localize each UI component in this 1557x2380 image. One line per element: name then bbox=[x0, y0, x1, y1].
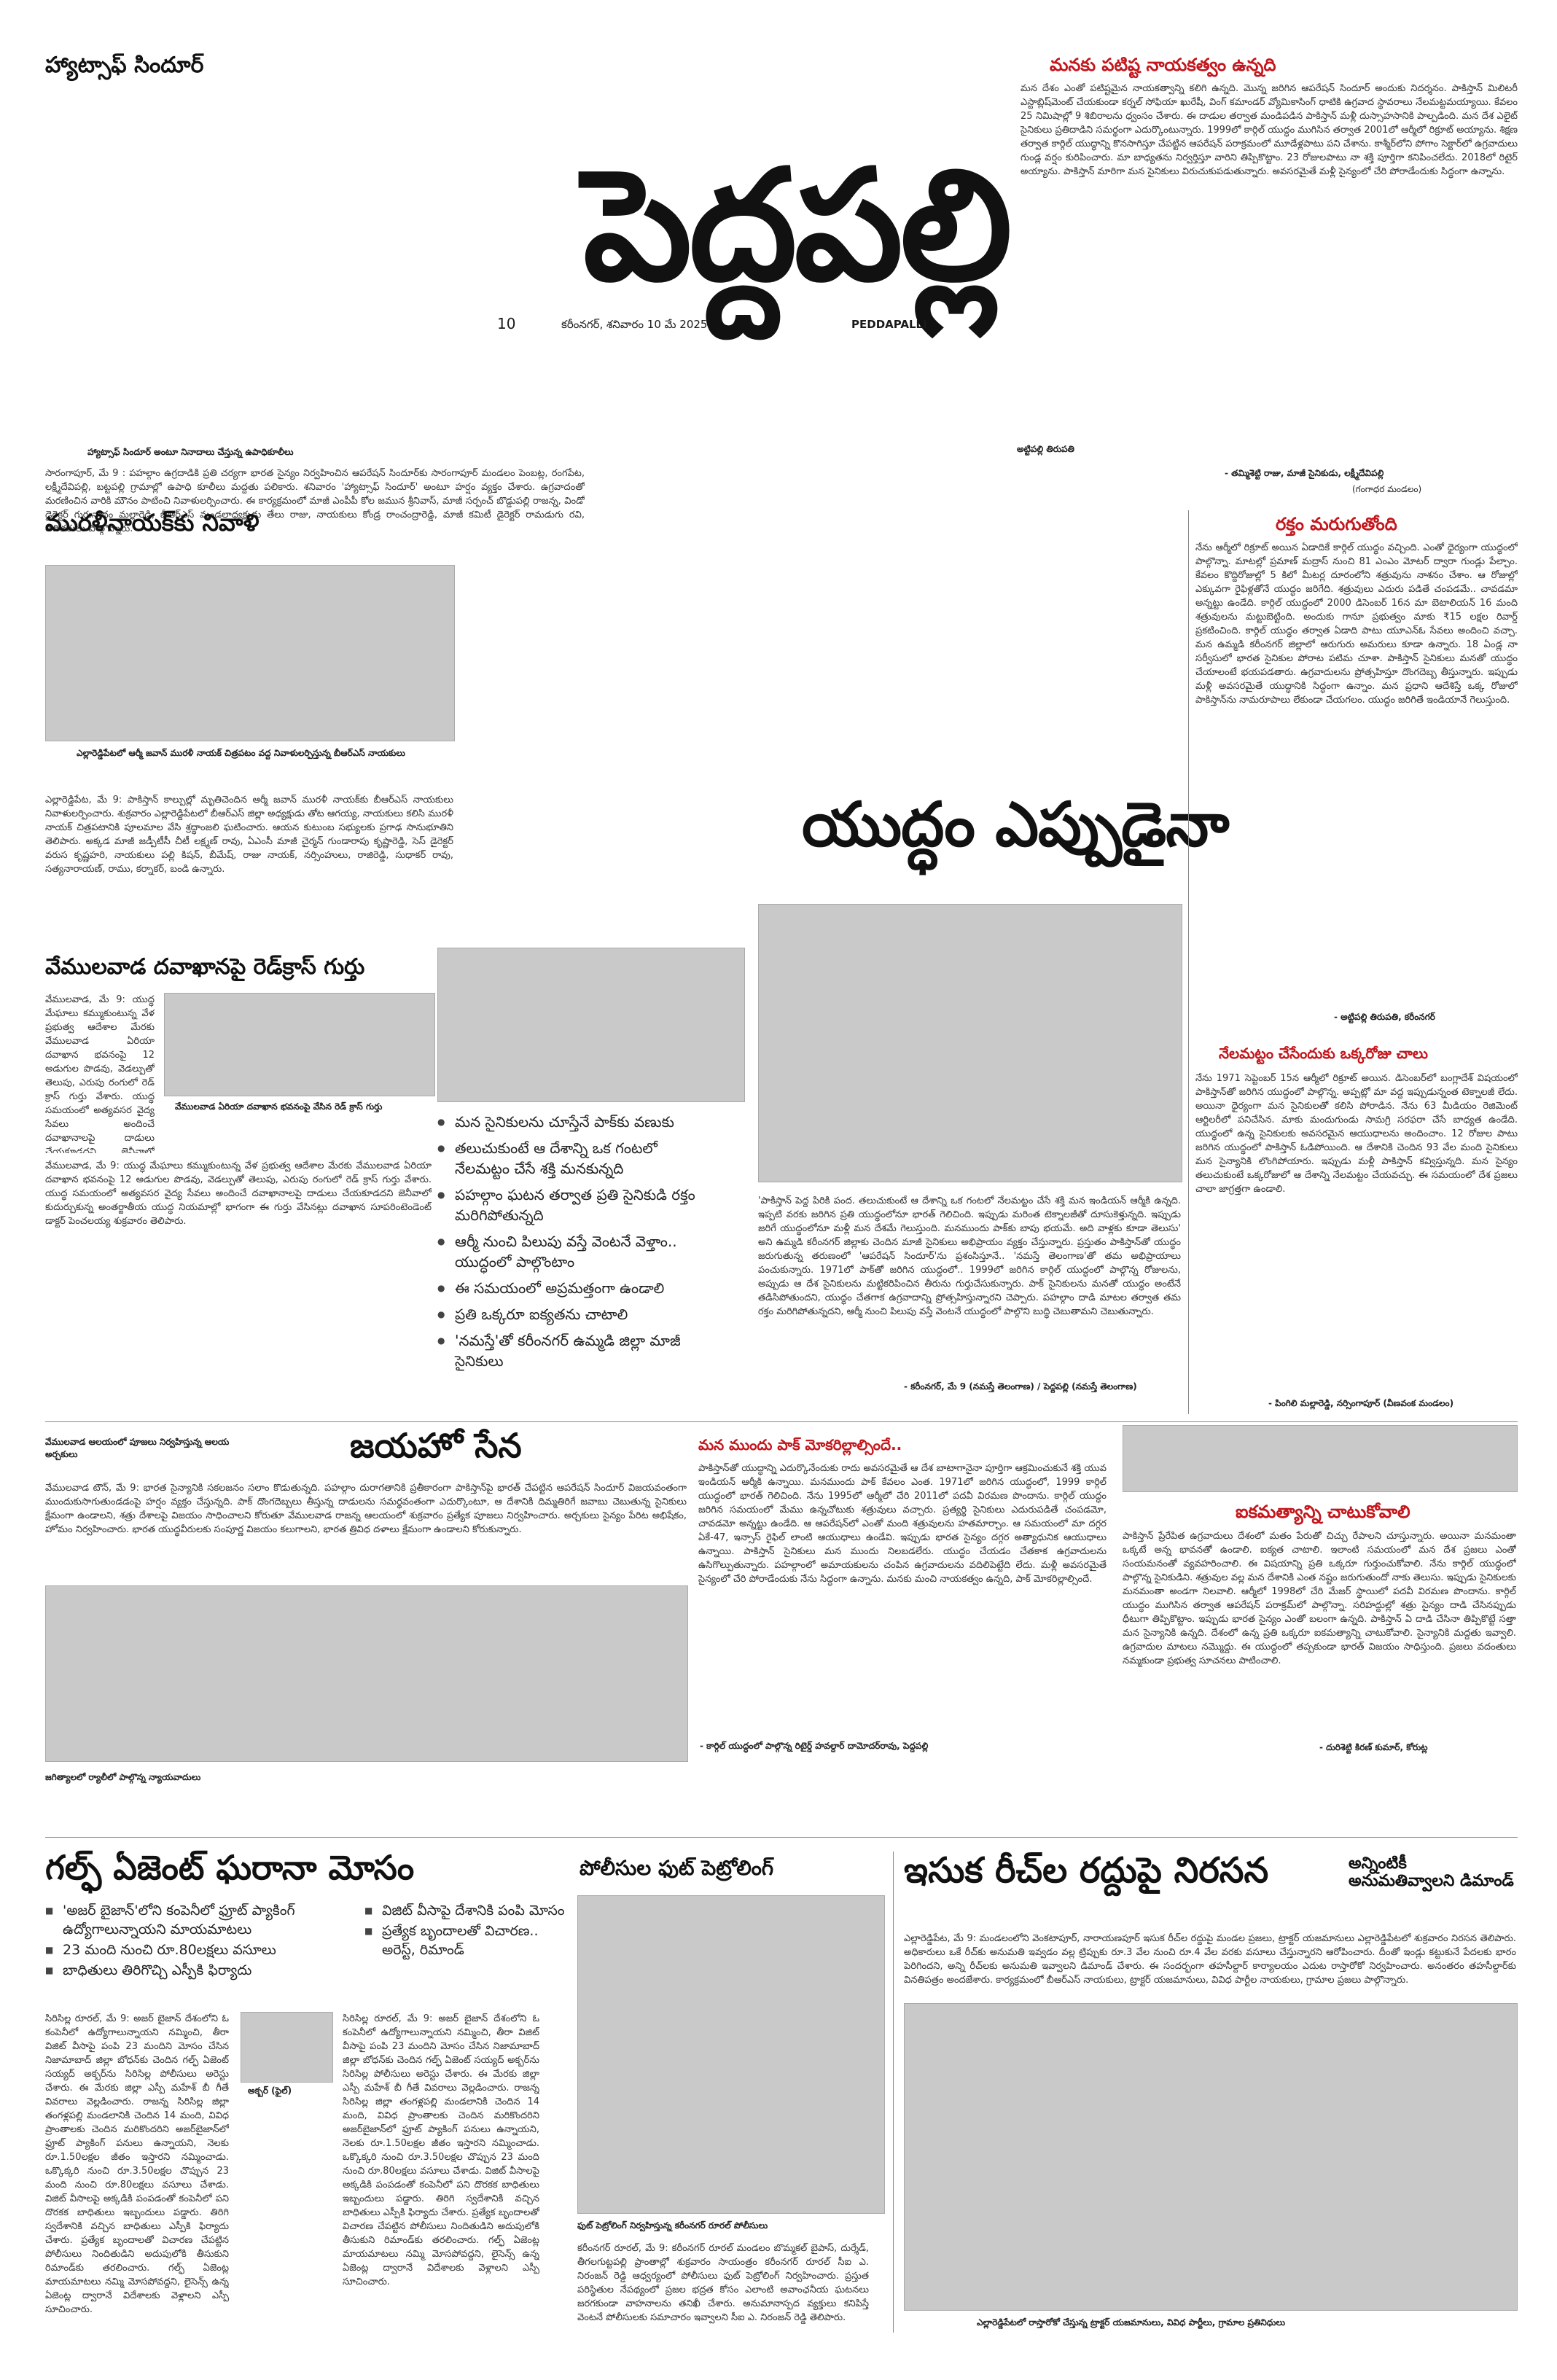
mana-mundu-kicker: మన ముందు పాక్ మోకరిల్లాల్సిందే.. bbox=[698, 1436, 902, 1454]
police-photo-caption: ఫుట్ పెట్రోలింగ్ నిర్వహిస్తున్న కరీంనగర్… bbox=[577, 2220, 768, 2231]
isuka-headline: ఇసుక రీచ్‌ల రద్దుపై నిరసన bbox=[904, 1850, 1269, 1891]
aikamatyam-byline: - దురిశెట్టి కిరణ్ కుమార్, కోరుట్ల bbox=[1319, 1742, 1428, 1752]
top-left-kicker: హ్యాట్సాఫ్ సిందూర్ bbox=[45, 52, 204, 78]
police-headline: పోలీసుల ఫుట్ పెట్రోలింగ్ bbox=[580, 1856, 774, 1880]
top-right-byline: - తమ్మిశెట్టి రాజు, మాజీ సైనికుడు, లక్ష్… bbox=[1225, 468, 1384, 478]
page-number: 10 bbox=[497, 315, 516, 332]
aikamatyam-body: పాకిస్తాన్ ప్రేరేపిత ఉగ్రవాదులు దేశంలో మ… bbox=[1123, 1531, 1516, 1666]
isuka-side-head: అన్నింటికీ అనుమతివ్వాలని డిమాండ్ bbox=[1349, 1854, 1514, 1891]
bullet-item: తలుచుకుంటే ఆ దేశాన్ని ఒక గంటలో నేలమట్టం … bbox=[437, 1138, 714, 1179]
section-divider bbox=[45, 1837, 1518, 1838]
nelamattam-kicker: నేలమట్టం చేసేందుకు ఒక్కరోజు చాలు bbox=[1219, 1045, 1428, 1062]
raktam-body: నేను ఆర్మీలో రిక్రూట్ అయిన ఏడాదికే కార్గ… bbox=[1195, 542, 1518, 706]
yuddham-headline: యుద్ధం ఎప్పుడైనా bbox=[802, 789, 1229, 860]
bullet-item: 'నమస్తే'తో కరీంనగర్ ఉమ్మడి జిల్లా మాజీ స… bbox=[437, 1330, 714, 1371]
jayaho-photo-caption: వేములవాడ ఆలయంలో పూజలు నిర్వహిస్తున్న ఆలయ… bbox=[45, 1437, 230, 1459]
nelamattam-body: నేను 1971 సెప్టెంబర్ 15న ఆర్మీలో రిక్రూట… bbox=[1195, 1073, 1518, 1195]
gulf-bullet-list: 'అజర్ బైజాన్'లోని కంపెనీలో ఫ్రూట్ ప్యాకి… bbox=[45, 1901, 359, 1981]
gulf-photo-caption-2: అక్బర్ (ఫైల్) bbox=[248, 2086, 292, 2096]
bullet-item: 23 మంది నుంచి రూ.80లక్షలు వసూలు bbox=[45, 1940, 359, 1959]
aikamatyam-photo bbox=[1123, 1425, 1518, 1492]
muralinayak-body: ఎల్లారెడ్డిపేట, మే 9: పాకిస్తాన్ కాల్పుల… bbox=[45, 795, 453, 875]
section-divider bbox=[45, 1421, 1518, 1422]
redcross-photo bbox=[164, 993, 435, 1096]
jayaho-body: వేములవాడ టౌన్, మే 9: భారత సైన్యానికి సకల… bbox=[45, 1483, 687, 1535]
top-left-photo-caption: హ్యాట్సాఫ్ సిందూర్ అంటూ నినాదాలు చేస్తున… bbox=[87, 447, 294, 457]
redcross-body: వేములవాడ, మే 9: యుద్ధ మేఘాలు కమ్ముకుంటున… bbox=[45, 1160, 432, 1227]
muralinayak-photo-caption: ఎల్లారెడ్డిపేటలో ఆర్మీ జవాన్ మురళీ నాయక్… bbox=[77, 748, 405, 758]
gulf-body-col2: సిరిసిల్ల రూరల్, మే 9: అజర్ బైజాన్ దేశంల… bbox=[343, 2013, 539, 2287]
jayaho-headline: జయహో సేన bbox=[350, 1426, 522, 1465]
dateline: కరీంనగర్, శనివారం 10 మే 2025 bbox=[561, 318, 708, 331]
muralinayak-headline: మురళీనాయక్‌కు నివాళి bbox=[45, 509, 260, 537]
center-bullet-list: మన సైనికులను చూస్తేనే పాక్‌కు వణుకు తలుచ… bbox=[437, 1112, 714, 1377]
page-title: పెద్దపల్లి bbox=[583, 136, 1012, 315]
gulf-agent-photo bbox=[241, 2012, 333, 2083]
bullet-item: మన సైనికులను చూస్తేనే పాక్‌కు వణుకు bbox=[437, 1112, 714, 1132]
top-left-body: సారంగాపూర్, మే 9 : పహల్గాం ఉగ్రదాడికి ప్… bbox=[45, 468, 585, 534]
bullet-item: ఆర్మీ నుంచి పిలుపు వస్తే వెంటనే వెళ్తాం.… bbox=[437, 1231, 714, 1272]
nelamattam-byline: - పింగిలి మల్లారెడ్డి, నర్సింగాపూర్ (వీణ… bbox=[1268, 1398, 1454, 1408]
yuddham-byline: - కరీంనగర్, మే 9 (నమస్తే తెలంగాణ) / పెద్… bbox=[904, 1381, 1137, 1392]
bullet-item: ఈ సమయంలో అప్రమత్తంగా ఉండాలి bbox=[437, 1278, 714, 1298]
bullet-item: 'అజర్ బైజాన్'లోని కంపెనీలో ఫ్రూట్ ప్యాకి… bbox=[45, 1901, 359, 1939]
bullet-item: బాధితులు తిరిగొచ్చి ఎస్పీకి ఫిర్యాదు bbox=[45, 1961, 359, 1980]
aikamatyam-kicker: ఐకమత్యాన్ని చాటుకోవాలి bbox=[1236, 1502, 1410, 1522]
yuddham-main-photo bbox=[758, 904, 1182, 1182]
isuka-photo bbox=[904, 2003, 1518, 2311]
bullet-item: ప్రత్యేక బృందాలతో విచారణ.. అరెస్ట్, రిమా… bbox=[364, 1921, 576, 1959]
bullet-item: పహల్గాం ఘటన తర్వాత ప్రతి సైనికుడి రక్తం … bbox=[437, 1185, 714, 1225]
police-photo bbox=[577, 1895, 885, 2214]
ex-soldiers-photo bbox=[437, 948, 745, 1102]
redcross-body-narrow: వేములవాడ, మే 9: యుద్ధ మేఘాలు కమ్ముకుంటున… bbox=[45, 994, 155, 1153]
mana-mundu-byline: - కార్గిల్ యుద్ధంలో పాల్గొన్న రిటైర్డ్ హ… bbox=[700, 1741, 929, 1751]
redcross-headline: వేములవాడ దవాఖానపై రెడ్‌క్రాస్ గుర్తు bbox=[45, 954, 365, 980]
redcross-photo-caption: వేములవాడ ఏరియా దవాఖాన భవనంపై వేసిన రెడ్ … bbox=[175, 1101, 383, 1112]
raktam-kicker: రక్తం మరుగుతోంది bbox=[1276, 514, 1397, 534]
top-right-body: మన దేశం ఎంతో పటిష్టమైన నాయకత్వాన్ని కలిగ… bbox=[1021, 83, 1518, 177]
yuddham-body: 'పాకిస్తాన్ పెద్ద పిరికి పంద. తలుచుకుంటే… bbox=[758, 1195, 1181, 1317]
column-divider bbox=[1188, 510, 1189, 1414]
raktam-byline: - అట్టిపల్లి తిరుపతి, కరీంనగర్ bbox=[1334, 1012, 1435, 1022]
isuka-photo-caption: ఎల్లారెడ్డిపేటలో రాస్తారోకో చేస్తున్న ట్… bbox=[977, 2317, 1286, 2328]
bullet-item: విజిట్ వీసాపై దేశానికి పంపి మోసం bbox=[364, 1901, 576, 1920]
gulf-photo-caption: జగిత్యాలలో ర్యాలీలో పాల్గొన్న న్యాయవాదుల… bbox=[45, 1772, 201, 1782]
column-divider bbox=[893, 1852, 894, 2333]
top-right-photo-caption: అట్టిపల్లి తిరుపతి bbox=[1017, 444, 1074, 454]
edition-label: PEDDAPALLI bbox=[851, 318, 927, 331]
police-body: కరీంనగర్ రూరల్, మే 9: కరీంనగర్ రూరల్ మండ… bbox=[577, 2243, 869, 2323]
top-right-kicker: మనకు పటిష్ట నాయకత్వం ఉన్నది bbox=[1050, 55, 1276, 75]
gulf-bullet-list-2: విజిట్ వీసాపై దేశానికి పంపి మోసం ప్రత్యే… bbox=[364, 1901, 576, 1961]
gulf-headline: గల్ఫ్ ఏజెంట్ ఘరానా మోసం bbox=[45, 1848, 415, 1887]
jayaho-photo bbox=[45, 1585, 688, 1762]
mana-mundu-body: పాకిస్తాన్‌తో యుద్ధాన్ని ఎదుర్కొనేందుకు … bbox=[698, 1463, 1107, 1585]
top-right-byline-place: (గంగాధర మండలం) bbox=[1352, 484, 1422, 494]
gulf-body-col1: సిరిసిల్ల రూరల్, మే 9: అజర్ బైజాన్ దేశంల… bbox=[45, 2013, 229, 2315]
muralinayak-photo bbox=[45, 565, 455, 741]
bullet-item: ప్రతి ఒక్కరూ ఐక్యతను చాటాలి bbox=[437, 1304, 714, 1324]
isuka-body: ఎల్లారెడ్డిపేట, మే 9: మండలంలోని వెంకటాపూ… bbox=[904, 1933, 1516, 1986]
